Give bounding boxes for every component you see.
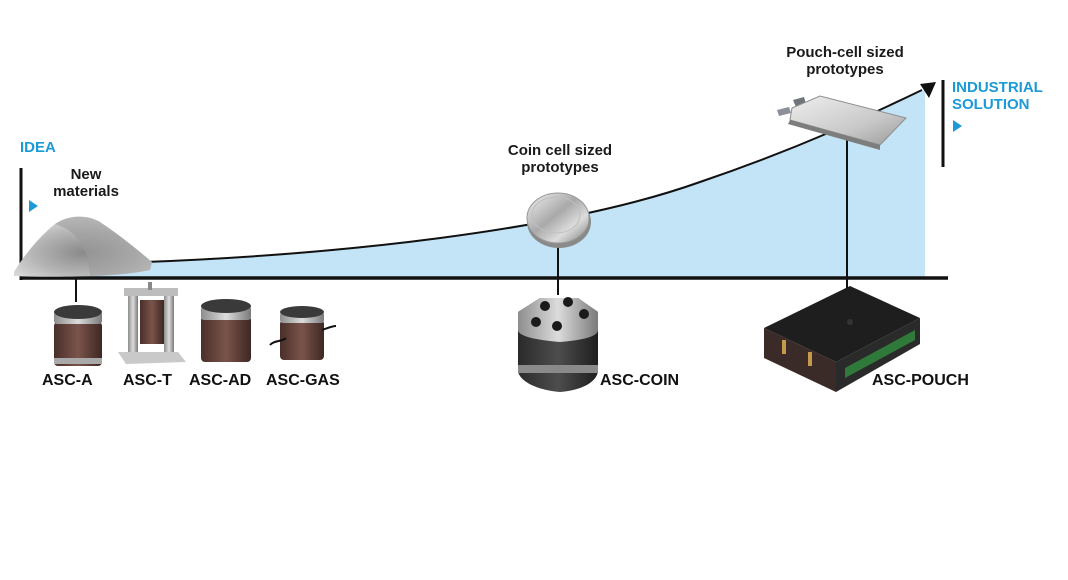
stage-label-pouch: Pouch-cell sized prototypes: [750, 44, 940, 79]
idea-label: IDEA: [20, 139, 56, 156]
stage-label-coin-line2: prototypes: [521, 159, 599, 177]
stage-label-coin: Coin cell sized prototypes: [470, 142, 650, 177]
asc-gas-device-image: [269, 306, 337, 360]
product-label-asc-t: ASC-T: [123, 372, 172, 389]
pouch-cell-image: [777, 95, 907, 150]
asc-ad-device-image: [201, 299, 251, 362]
product-label-asc-gas: ASC-GAS: [266, 372, 340, 389]
stage-label-materials-line2: materials: [53, 183, 119, 201]
growth-area: [22, 90, 925, 278]
stage-label-materials: New materials: [36, 166, 136, 201]
coin-cell-image: [526, 192, 591, 248]
product-label-asc-pouch: ASC-POUCH: [872, 372, 969, 389]
product-label-asc-ad: ASC-AD: [189, 372, 252, 389]
stage-label-pouch-line2: prototypes: [806, 61, 884, 79]
powder-pile-image: [14, 216, 152, 277]
stage-label-pouch-line1: Pouch-cell sized: [786, 44, 904, 61]
stage-label-coin-line1: Coin cell sized: [507, 142, 613, 159]
industrial-triangle-icon: [953, 120, 962, 132]
industrial-solution-line1: INDUSTRIAL: [952, 79, 1043, 96]
product-label-asc-coin: ASC-COIN: [600, 372, 680, 389]
asc-pouch-device-image: [764, 286, 920, 392]
curve-arrowhead: [920, 82, 936, 98]
asc-t-device-image: [118, 282, 186, 364]
industrial-solution-label: INDUSTRIAL SOLUTION: [952, 79, 1043, 114]
asc-a-device-image: [54, 305, 102, 366]
industrial-solution-line2: SOLUTION: [952, 96, 1030, 114]
product-label-asc-a: ASC-A: [42, 372, 93, 389]
stage-label-materials-line1: New: [70, 166, 102, 183]
idea-triangle-icon: [29, 200, 38, 212]
asc-coin-device-image: [518, 297, 598, 392]
